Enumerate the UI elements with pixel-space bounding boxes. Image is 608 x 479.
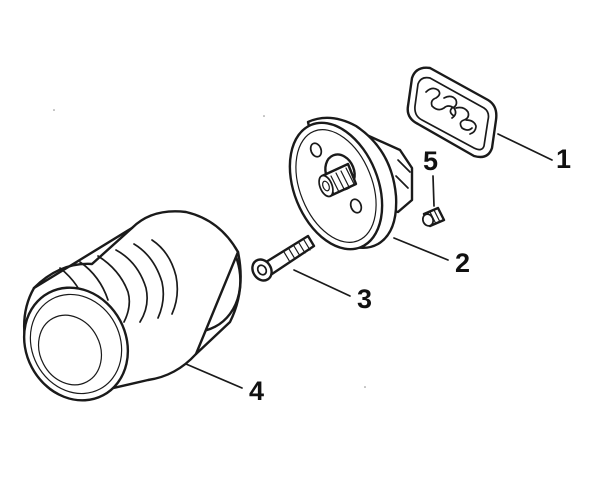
callout-3: 3 [357, 284, 372, 314]
leader-line-3 [293, 269, 351, 297]
callout-2: 2 [455, 248, 470, 278]
scan-speck [263, 115, 265, 117]
leader-line-5 [432, 175, 435, 207]
part-1-gasket [406, 66, 498, 159]
part-2-adapter-mount [288, 116, 414, 251]
scan-speck [53, 109, 55, 111]
callout-5: 5 [423, 146, 438, 176]
leader-line-4 [185, 363, 243, 389]
part-3-cap-screw [251, 234, 316, 282]
callout-1: 1 [556, 144, 571, 174]
part-4-oil-filter [22, 210, 242, 402]
callout-4: 4 [249, 376, 264, 406]
leader-line-1 [497, 133, 553, 161]
part-5-plug [421, 206, 446, 228]
leader-line-2 [393, 237, 449, 261]
scan-speck [364, 386, 366, 388]
